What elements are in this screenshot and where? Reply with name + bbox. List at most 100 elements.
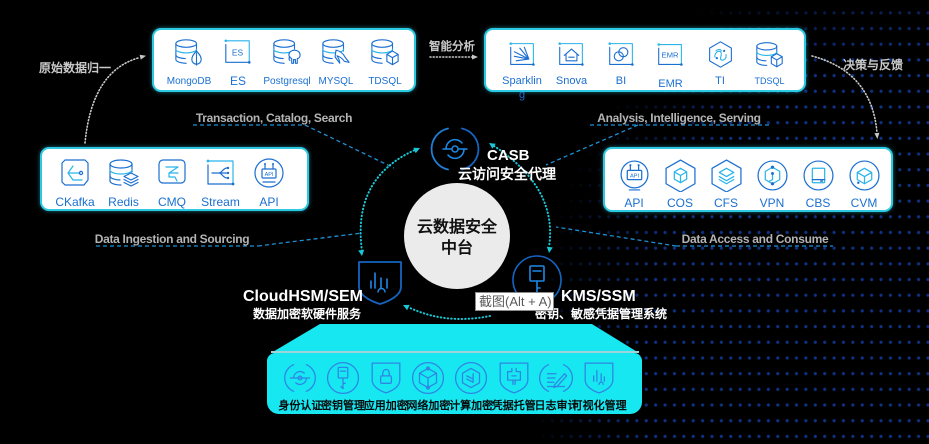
storage-services-box: MongoDB ES ES Postgresql MYSQL [152,28,416,92]
access-item-label: CVM [850,196,878,210]
cos-cube-icon [664,159,696,192]
storage-item-label: MYSQL [318,76,354,87]
ingestion-item-label: CKafka [55,195,95,209]
access-item-label: API [624,196,644,210]
feedback-flow-arrow [811,55,878,134]
analytics-item-emr: EMR EMR [649,40,693,91]
cmq-message-icon [158,159,186,184]
security-capabilities-platform: 身份认证 密钥管理 应用加密 网络加密 计算加密 [267,353,642,414]
ingestion-item-label: Redis [108,195,139,209]
normalize-arrowhead [139,54,146,60]
access-services-box: API API COS CFS VPN CBS [603,147,893,212]
platform-item-label: 应用加密 [363,400,408,412]
analytics-item-sparkling: Sparkling [500,40,544,102]
access-item-cfs: CFS [704,159,748,210]
svg-text:API: API [265,172,274,178]
platform-item-credential-hosting: 凭据托管 [491,361,536,413]
casb-title: CASB [487,147,530,164]
access-item-cvm: CVM [842,159,886,210]
ingestion-item-redis: Redis [101,157,147,208]
core-platform-circle: 云数据安全 中台 [404,183,510,289]
storage-item-label: ES [229,74,246,88]
hsm-subtitle: 数据加密软硬件服务 [253,307,362,321]
compute-layers-icon [455,361,488,395]
platform-item-label: 可视化管理 [571,400,627,412]
cycle-arrowhead [413,147,420,154]
feedback-arrowhead [874,132,880,139]
platform-item-label: 密钥管理 [321,400,366,412]
elasticsearch-frame-icon: ES [224,39,251,64]
ingestion-services-box: CKafka Redis CMQ Stream API [40,147,309,211]
access-item-label: CBS [805,196,831,210]
mongodb-database-icon [175,39,202,66]
normalize-flow-arrow [84,56,141,144]
analytics-item-label: TI [715,75,725,87]
tdsql-database-icon [756,42,783,68]
cfs-layers-icon [710,159,742,192]
platform-top-face [270,324,640,353]
tdsql-database-icon [371,39,399,66]
storage-link-line [304,124,395,169]
kms-subtitle: 密钥、敏感凭据管理系统 [535,307,668,321]
access-item-api: API API [612,159,656,210]
platform-item-label: 计算加密 [449,400,494,412]
redis-database-icon [108,159,139,187]
sparkling-rays-icon [508,42,535,66]
platform-item-app-encryption: 应用加密 [363,361,408,413]
platform-item-label: 凭据托管 [491,400,536,412]
ckafka-icon [61,159,89,186]
storage-item-label: Postgresql [263,76,311,87]
analytics-item-ti: TI [698,40,742,88]
analytics-item-label: Snova [555,75,588,87]
network-hex-icon [412,361,445,395]
ingestion-item-cmq: CMQ [149,157,195,208]
access-caption: Data Access and Consume [681,232,829,246]
emr-frame-icon: EMR [657,43,683,66]
hsm-shield-icon [358,261,402,305]
platform-item-network-encryption: 网络加密 [406,361,450,413]
platform-item-identity: 身份认证 [278,361,323,413]
screenshot-tooltip: 截图(Alt + A) [475,292,554,311]
kms-title: KMS/SSM [561,288,636,305]
platform-item-key-management: 密钥管理 [321,361,366,413]
platform-item-visual-management: 可视化管理 [572,361,627,413]
svg-text:ES: ES [232,47,244,57]
key-icon [326,361,360,395]
access-item-label: COS [666,196,693,210]
analyze-flow-label: 智能分析 [429,41,475,53]
analytics-services-box: Sparkling Snova BI EMR EMR [484,28,806,101]
access-link-line [555,226,677,247]
cycle-arrowhead [546,246,553,253]
shield-plug-icon [499,362,529,394]
ingestion-item-ckafka: CKafka [52,157,98,208]
hsm-title: CloudHSM/SEM [243,288,363,305]
storage-item-es: ES ES [214,37,262,87]
analytics-item-tdsql: TDSQL [748,40,792,88]
casb-subtitle: 云访问安全代理 [458,166,556,182]
access-item-cos: COS [658,159,702,210]
storage-caption: Transaction, Catalog, Search [195,111,353,125]
stream-branch-icon [206,159,234,186]
ti-hexagon-icon [708,41,732,68]
hsm-casb-cycle-arrow [359,149,416,252]
mysql-database-icon [322,39,350,64]
analytics-item-label: Sparkling [502,75,542,101]
snova-house-icon [558,42,584,66]
core-title-line2: 中台 [440,240,473,257]
ingestion-item-label: CMQ [158,195,186,209]
api-gateway-icon: API [619,160,649,191]
ingestion-caption: Data Ingestion and Sourcing [94,232,250,246]
platform-item-label: 日志审计 [534,400,579,412]
identity-target-icon [284,364,317,392]
analytics-item-snova: Snova [550,40,594,88]
analyze-arrowhead [472,54,478,60]
cycle-arrowhead [489,143,496,149]
ingestion-item-api: API API [246,157,292,208]
ingestion-item-label: Stream [201,195,240,209]
vpn-node-icon [756,160,788,191]
platform-item-compute-encryption: 计算加密 [449,361,494,413]
platform-item-label: 身份认证 [278,400,323,412]
cbs-disk-icon [802,160,834,191]
